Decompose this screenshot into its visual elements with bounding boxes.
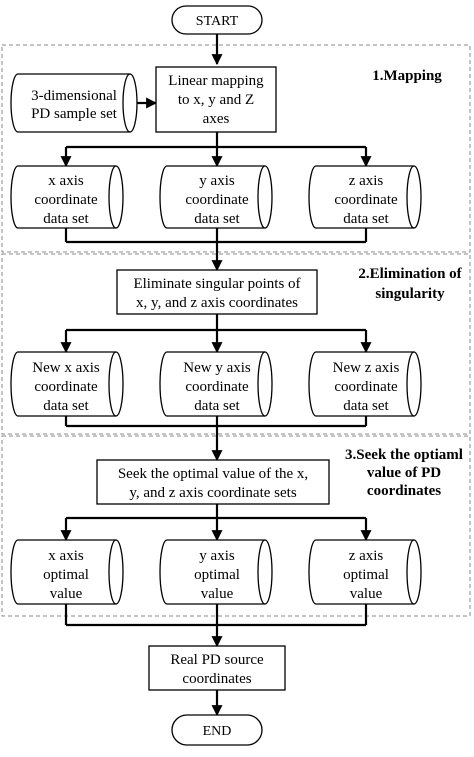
seek-line-1: Seek the optimal value of the x, xyxy=(118,466,308,482)
eliminate-line-1: Eliminate singular points of xyxy=(133,276,300,292)
seek-line-2: y, and z axis coordinate sets xyxy=(129,485,296,501)
input-set-line-1: 3-dimensional xyxy=(31,88,117,104)
row3-z-line-2: optimal xyxy=(343,567,389,583)
stage-seek-box xyxy=(1,435,471,617)
input-set-line-2: PD sample set xyxy=(31,106,118,122)
stage-3-title-line-3: coordinates xyxy=(367,483,441,499)
row1-y-line-2: coordinate xyxy=(185,192,249,208)
row2-z-line-2: coordinate xyxy=(334,379,398,395)
row2-y-line-3: data set xyxy=(194,398,240,414)
row1-z-line-3: data set xyxy=(343,211,389,227)
eliminate-line-2: x, y, and z axis coordinates xyxy=(136,295,298,311)
row1-y-line-3: data set xyxy=(194,211,240,227)
mapping-line-1: Linear mapping xyxy=(168,73,264,89)
row1-z-line-2: coordinate xyxy=(334,192,398,208)
row1-x-line-2: coordinate xyxy=(34,192,98,208)
row3-x-line-3: value xyxy=(50,586,83,602)
mapping-line-3: axes xyxy=(203,111,230,127)
start-label: START xyxy=(196,14,239,29)
real-line-1: Real PD source xyxy=(170,652,264,668)
stage-2-title-line-1: 2.Elimination of xyxy=(358,266,462,282)
row1-x-line-1: x axis xyxy=(48,173,84,189)
eliminate-process-box xyxy=(116,269,318,315)
stage-2-title-line-2: singularity xyxy=(375,286,445,302)
row1-z-line-1: z axis xyxy=(349,173,384,189)
row2-y-line-2: coordinate xyxy=(185,379,249,395)
mapping-process-box xyxy=(155,66,277,133)
stage-elimination-box xyxy=(1,253,471,435)
row2-x-line-2: coordinate xyxy=(34,379,98,395)
row3-z-line-1: z axis xyxy=(349,548,384,564)
end-terminal xyxy=(171,714,263,746)
row3-y-line-2: optimal xyxy=(194,567,240,583)
row2-x-line-3: data set xyxy=(43,398,89,414)
row2-z-line-3: data set xyxy=(343,398,389,414)
end-label: END xyxy=(203,724,232,739)
stage-3-title-line-2: value of PD xyxy=(367,465,441,481)
row1-x-line-3: data set xyxy=(43,211,89,227)
row3-x-line-1: x axis xyxy=(48,548,84,564)
seek-process-box xyxy=(96,459,330,505)
row3-y-line-1: y axis xyxy=(199,548,235,564)
row2-x-line-1: New x axis xyxy=(32,360,100,376)
row3-x-line-2: optimal xyxy=(43,567,89,583)
mapping-line-2: to x, y and Z xyxy=(178,92,254,108)
row1-y-line-1: y axis xyxy=(199,173,235,189)
real-line-2: coordinates xyxy=(182,671,251,687)
row3-z-line-3: value xyxy=(350,586,383,602)
stage-3-title-line-1: 3.Seek the optiaml xyxy=(345,447,463,463)
row2-y-line-1: New y axis xyxy=(183,360,251,376)
real-pd-box xyxy=(148,645,286,691)
row3-y-line-3: value xyxy=(201,586,234,602)
stage-1-title: 1.Mapping xyxy=(372,68,442,84)
stage-mapping-box xyxy=(1,44,471,253)
row2-z-line-1: New z axis xyxy=(333,360,400,376)
